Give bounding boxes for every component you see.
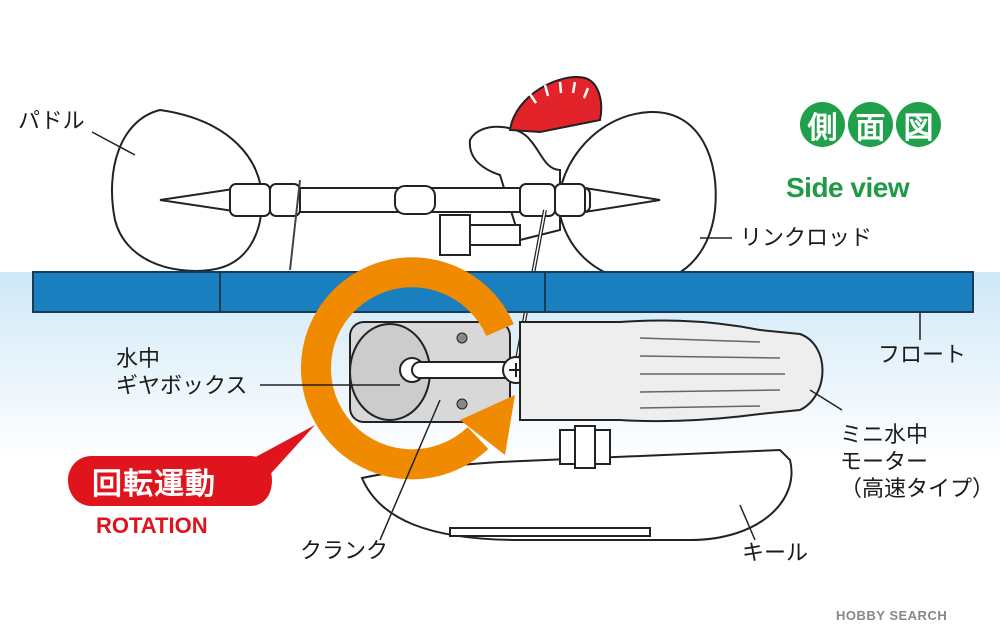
badge-char-3: 図	[896, 102, 941, 147]
side-view-badge: 側 面 図	[800, 102, 941, 147]
label-motor: ミニ水中 モーター （高速タイプ）	[840, 422, 994, 503]
motor-body	[519, 319, 824, 423]
side-view-subtitle: Side view	[786, 172, 910, 203]
label-link-rod: リンクロッド	[740, 226, 873, 251]
label-paddle: パドル	[18, 109, 85, 134]
label-float: フロート	[878, 343, 967, 368]
label-motor-line2: モーター	[840, 450, 929, 475]
label-gearbox-line2: ギヤボックス	[116, 374, 248, 399]
badge-char-1: 側	[800, 102, 845, 147]
label-motor-line3: （高速タイプ）	[840, 477, 995, 502]
label-motor-line1: ミニ水中	[840, 423, 929, 448]
badge-char-2: 面	[848, 102, 893, 147]
rotation-arrow	[301, 257, 514, 480]
label-gearbox: 水中 ギヤボックス	[116, 346, 247, 400]
rider-helmet	[508, 76, 603, 134]
rotation-label-jp: 回転運動	[92, 467, 216, 502]
left-paddle	[111, 108, 264, 272]
rotation-badge-shape	[68, 425, 315, 506]
rotation-arrowhead	[460, 395, 515, 455]
watermark: HOBBY SEARCH	[836, 608, 948, 623]
label-crank: クランク	[300, 539, 389, 564]
rotation-label-en: ROTATION	[96, 513, 208, 538]
label-keel: キール	[742, 541, 809, 566]
label-gearbox-line1: 水中	[116, 347, 161, 372]
